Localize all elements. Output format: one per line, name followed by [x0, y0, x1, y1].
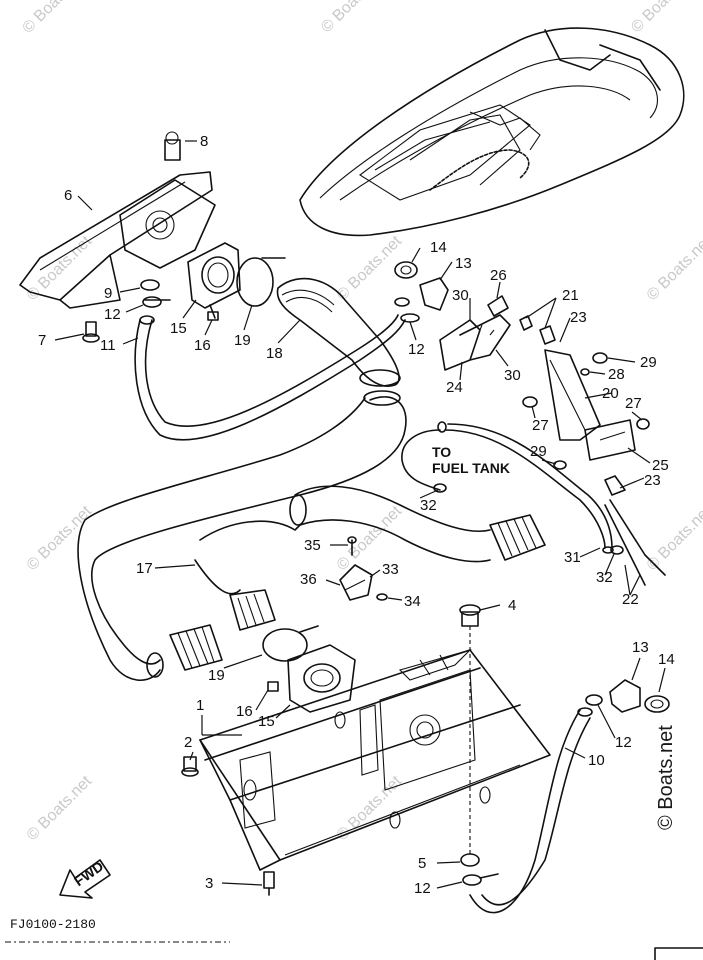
- callout-12-right: 12: [615, 734, 632, 751]
- callout-11: 11: [100, 337, 116, 354]
- lower-duct-box: [199, 648, 551, 871]
- bilge-hose-right: [469, 707, 593, 914]
- callout-12-upper: 12: [408, 341, 425, 358]
- callout-2: 2: [184, 734, 192, 751]
- callout-3: 3: [205, 875, 213, 892]
- to-fuel-tank-line2: FUEL TANK: [432, 460, 510, 476]
- mid-duct-bellows: [194, 485, 546, 631]
- callout-23-lower: 23: [644, 472, 661, 489]
- fuel-tank-note: TO FUEL TANK: [432, 444, 510, 476]
- watermark-side-text: © Boats.net: [655, 725, 677, 830]
- main-duct-17: [77, 390, 407, 682]
- fuel-filter-assembly: [519, 315, 666, 586]
- callout-19-lower: 19: [208, 667, 225, 684]
- lower-bellows: [169, 624, 223, 671]
- callout-numbers: 8 6 7 9 12 11 15 16 19 18 14 13 12 26 21…: [38, 133, 675, 897]
- upper-elbow-fitting: [394, 261, 449, 323]
- callout-33: 33: [382, 561, 399, 578]
- callout-18: 18: [266, 345, 283, 362]
- callout-17: 17: [136, 560, 153, 577]
- callout-12-lower: 12: [414, 880, 431, 897]
- hose-clip-assembly: [339, 483, 624, 601]
- fuel-filter-bracket: [439, 295, 511, 371]
- watermark-text: © Boats.net: [24, 502, 96, 574]
- callout-15-lower: 15: [258, 713, 275, 730]
- callout-6: 6: [64, 187, 72, 204]
- callout-31: 31: [564, 549, 581, 566]
- callout-19: 19: [234, 332, 251, 349]
- callout-4: 4: [508, 597, 516, 614]
- callout-26: 26: [490, 267, 507, 284]
- callout-32: 32: [420, 497, 437, 514]
- callout-13: 13: [455, 255, 472, 272]
- watermark-text: © Boats.net: [628, 0, 700, 36]
- to-fuel-tank-line1: TO: [432, 444, 451, 460]
- watermark-text: © Boats.net: [24, 772, 96, 844]
- callout-35: 35: [304, 537, 321, 554]
- right-elbow-fitting: [585, 679, 670, 713]
- watermark-text: © Boats.net: [644, 232, 703, 304]
- figure-code: FJ0100-2180: [10, 917, 96, 932]
- watermark-text: © Boats.net: [318, 0, 390, 36]
- callout-7: 7: [38, 332, 46, 349]
- callout-22: 22: [622, 591, 639, 608]
- callout-27-right: 27: [625, 395, 642, 412]
- callout-34: 34: [404, 593, 421, 610]
- callout-28: 28: [608, 366, 625, 383]
- upper-flange-and-hose: [187, 242, 401, 387]
- callout-12: 12: [104, 306, 121, 323]
- callout-25: 25: [652, 457, 669, 474]
- callout-30: 30: [452, 287, 469, 304]
- small-fasteners-left: [82, 279, 171, 343]
- callout-15: 15: [170, 320, 187, 337]
- callout-14-right: 14: [658, 651, 675, 668]
- callout-5: 5: [418, 855, 426, 872]
- fuel-hose-31: [401, 421, 614, 554]
- callout-20: 20: [602, 385, 619, 402]
- fwd-arrow: FWD: [59, 858, 111, 899]
- callout-14: 14: [430, 239, 447, 256]
- callout-21: 21: [562, 287, 579, 304]
- watermark-layer: © Boats.net © Boats.net © Boats.net © Bo…: [19, 0, 703, 844]
- callout-13-right: 13: [632, 639, 649, 656]
- callout-24: 24: [446, 379, 463, 396]
- callout-32-right: 32: [596, 569, 613, 586]
- callout-9: 9: [104, 285, 112, 302]
- callout-16-lower: 16: [236, 703, 253, 720]
- watermark-text: © Boats.net: [19, 0, 91, 37]
- callout-16: 16: [194, 337, 211, 354]
- upper-duct-plate: [19, 131, 216, 309]
- callout-8: 8: [200, 133, 208, 150]
- callout-29-lower: 29: [530, 443, 547, 460]
- corner-mark: [654, 947, 703, 960]
- callout-1: 1: [196, 697, 204, 714]
- hull-outline: [299, 27, 685, 237]
- drain-fitting: [459, 604, 499, 886]
- lower-flange-and-clamp: [262, 625, 356, 713]
- callout-23: 23: [570, 309, 587, 326]
- box-bolts: [181, 756, 275, 896]
- callout-27: 27: [532, 417, 549, 434]
- watermark-text: © Boats.net: [334, 772, 406, 844]
- callout-30-lower: 30: [504, 367, 521, 384]
- callout-36: 36: [300, 571, 317, 588]
- callout-10: 10: [588, 752, 605, 769]
- callout-29: 29: [640, 354, 657, 371]
- bilge-hose-left: [134, 314, 406, 441]
- leader-lines: [54, 140, 666, 889]
